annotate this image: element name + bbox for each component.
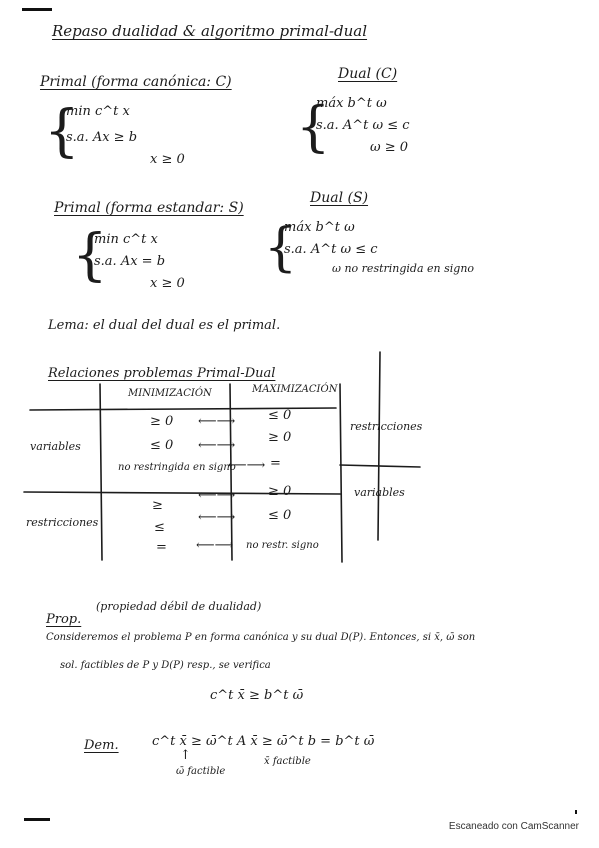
column-header-min: MINIMIZACIÓN xyxy=(128,388,212,399)
table-row-3-arrow: ⟵⟶ xyxy=(228,458,266,473)
column-header-max: MAXIMIZACIÓN xyxy=(252,384,338,395)
table-row-3-max: = xyxy=(270,456,281,471)
table-row-1-arrow: ⟵⟶ xyxy=(198,414,236,429)
page-title: Repaso dualidad & algoritmo primal-dual xyxy=(52,22,368,40)
primal-estandar-objective: min c^t x xyxy=(94,232,158,247)
table-row-4-min: ≥ xyxy=(152,498,163,513)
dual-canonica-constraint-2: ω ≥ 0 xyxy=(370,140,409,155)
prop-inequality: c^t x̄ ≥ b^t ω̄ xyxy=(210,688,304,703)
dual-estandar-brace: { xyxy=(264,218,298,278)
dem-note-2: x̄ factible xyxy=(264,756,311,767)
primal-estandar-brace: { xyxy=(72,223,108,288)
dem-label: Dem. xyxy=(84,738,119,753)
right-label-restricciones: restricciones xyxy=(350,420,423,433)
table-row-4-max: ≥ 0 xyxy=(268,484,292,499)
prop-label: Prop. xyxy=(46,612,82,627)
primal-estandar-constraint-1: s.a. Ax = b xyxy=(94,254,166,269)
table-row-6-max: no restr. signo xyxy=(246,540,319,551)
dual-estandar-constraint-1: s.a. A^t ω ≤ c xyxy=(284,242,378,257)
prop-name: (propiedad débil de dualidad) xyxy=(96,600,262,613)
table-row-2-min: ≤ 0 xyxy=(150,438,174,453)
primal-estandar-heading: Primal (forma estandar: S) xyxy=(54,200,244,216)
table-row-5-arrow: ⟵⟶ xyxy=(198,510,236,525)
primal-canonica-brace: { xyxy=(44,99,80,164)
scanner-watermark: Escaneado con CamScanner xyxy=(448,821,579,832)
lemma-text: Lema: el dual del dual es el primal. xyxy=(48,318,281,333)
table-row-3-min: no restringida en signo xyxy=(118,462,236,473)
primal-canonica-constraint-2: x ≥ 0 xyxy=(150,152,185,167)
table-row-1-min: ≥ 0 xyxy=(150,414,174,429)
dual-canonica-heading: Dual (C) xyxy=(338,66,398,82)
table-row-1-max: ≤ 0 xyxy=(268,408,292,423)
primal-canonica-objective: min c^t x xyxy=(66,104,130,119)
table-row-6-arrow: ⟵⟶ xyxy=(196,538,234,553)
dem-arrow-up: ↑ xyxy=(180,748,191,763)
relaciones-heading: Relaciones problemas Primal-Dual xyxy=(48,366,276,381)
scan-edge-mark-top xyxy=(22,8,52,11)
prop-line-1: Consideremos el problema P en forma canó… xyxy=(46,632,476,643)
right-label-variables: variables xyxy=(354,486,405,499)
table-row-4-arrow: ⟵⟶ xyxy=(198,488,236,503)
table-row-2-max: ≥ 0 xyxy=(268,430,292,445)
dem-chain: c^t x̄ ≥ ω̄^t A x̄ ≥ ω̄^t b = b^t ω̄ xyxy=(152,734,375,749)
prop-line-2: sol. factibles de P y D(P) resp., se ver… xyxy=(60,660,271,671)
scan-edge-mark-bottom xyxy=(24,818,50,821)
dual-estandar-constraint-2: ω no restringida en signo xyxy=(332,262,475,275)
dual-canonica-constraint-1: s.a. A^t ω ≤ c xyxy=(316,118,410,133)
dual-estandar-heading: Dual (S) xyxy=(310,190,369,206)
dual-estandar-objective: máx b^t ω xyxy=(284,220,355,235)
scan-edge-mark-right xyxy=(575,810,577,814)
row-label-variables: variables xyxy=(30,440,81,453)
row-label-restricciones: restricciones xyxy=(26,516,99,529)
dual-canonica-objective: máx b^t ω xyxy=(316,96,387,111)
dem-note-1: ω̄ factible xyxy=(176,766,226,777)
dual-canonica-brace: { xyxy=(296,95,331,158)
table-row-5-max: ≤ 0 xyxy=(268,508,292,523)
primal-canonica-heading: Primal (forma canónica: C) xyxy=(40,74,232,90)
primal-estandar-constraint-2: x ≥ 0 xyxy=(150,276,185,291)
primal-canonica-constraint-1: s.a. Ax ≥ b xyxy=(66,130,138,145)
table-row-5-min: ≤ xyxy=(154,520,165,535)
table-row-2-arrow: ⟵⟶ xyxy=(198,438,236,453)
table-row-6-min: = xyxy=(156,540,167,555)
